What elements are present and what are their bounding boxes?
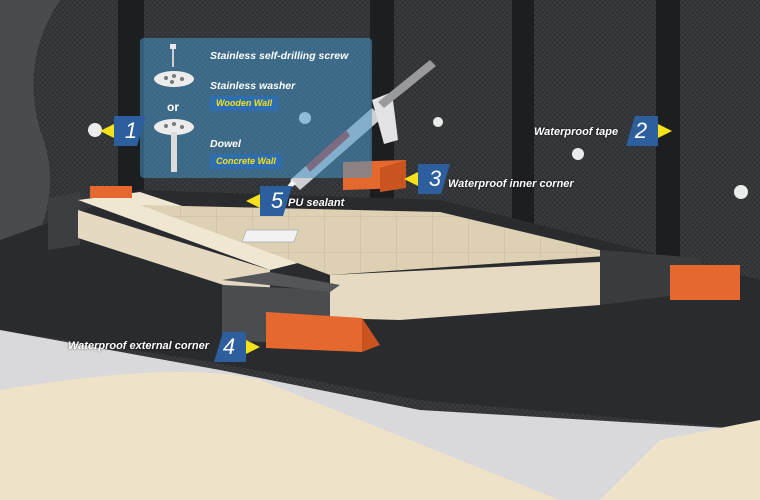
arrow-right-icon: [658, 124, 672, 138]
wall-seam: [512, 0, 534, 240]
left-wall: [0, 0, 60, 245]
marker-1: 1: [100, 116, 146, 146]
or-label: or: [167, 100, 179, 114]
orange-corner-left: [90, 186, 132, 198]
concrete-wall-tag: Concrete Wall: [210, 154, 282, 169]
marker-number: 4: [222, 334, 236, 359]
external-corner-label: Waterproof external corner: [68, 340, 210, 352]
board-front: [330, 262, 600, 320]
dowel-label: Dowel: [210, 138, 241, 150]
washer-icon: [154, 71, 194, 87]
marker-2: 2: [626, 116, 672, 146]
wall-seam: [118, 0, 144, 200]
arrow-right-icon: [246, 340, 260, 354]
board-left: [48, 192, 80, 250]
shower-tray: [140, 205, 620, 275]
pu-sealant-label: PU sealant: [288, 197, 345, 209]
floor-drain: [241, 229, 299, 243]
wooden-wall-tag: Wooden Wall: [210, 96, 279, 111]
arrow-left-icon: [404, 172, 418, 186]
fixing-info-panel: Stainless self-drilling screw Stainless …: [140, 38, 372, 178]
board-front-left: [78, 210, 270, 300]
marker-number: 2: [634, 118, 648, 143]
orange-external-corner-side: [362, 318, 380, 352]
dowel-icon: [154, 119, 194, 172]
orange-external-corner: [266, 312, 362, 352]
waterproof-tape-label: Waterproof tape: [534, 126, 619, 138]
washer-label: Stainless washer: [210, 80, 296, 92]
board-side-top: [222, 272, 340, 292]
sealant-gun-handle: [372, 92, 398, 144]
floor-tile: [600, 420, 760, 500]
sealant-gun-rod: [378, 60, 436, 108]
marker-4: 4: [214, 332, 260, 362]
marker-number: 3: [428, 166, 442, 191]
marker-3: 3: [404, 164, 450, 194]
arrow-left-icon: [100, 124, 114, 138]
inner-corner-label: Waterproof inner corner: [448, 178, 574, 190]
orange-corner-right: [670, 265, 740, 300]
marker-5: 5: [246, 186, 292, 216]
dowel-marker: [572, 148, 584, 160]
dowel-marker: [88, 123, 102, 137]
orange-inner-corner-side: [380, 160, 406, 192]
floor-tile: [0, 372, 560, 500]
arrow-left-icon: [246, 194, 260, 208]
marker-number: 5: [270, 188, 284, 213]
dowel-marker: [433, 117, 443, 127]
dowel-marker: [734, 185, 748, 199]
screw-icon: [170, 44, 176, 67]
screw-label: Stainless self-drilling screw: [210, 50, 349, 62]
marker-number: 1: [124, 118, 138, 143]
